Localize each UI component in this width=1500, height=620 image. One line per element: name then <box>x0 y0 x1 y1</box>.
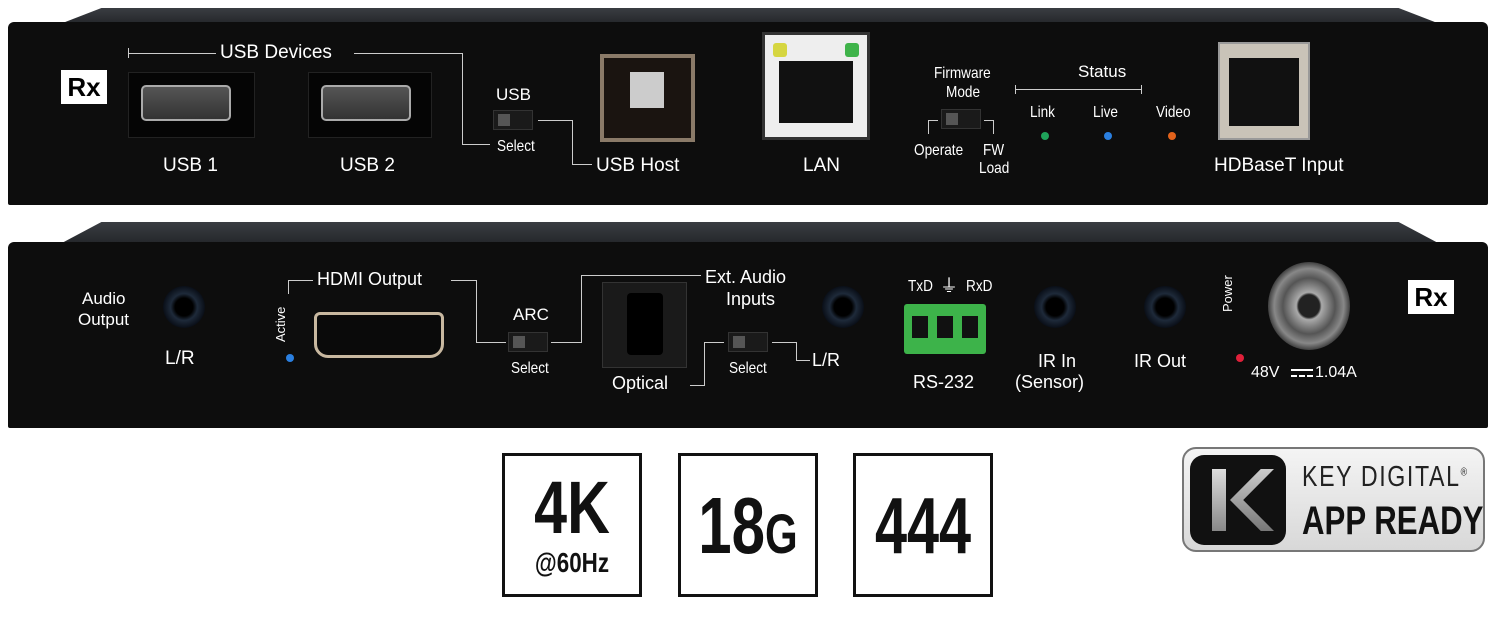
power-rating-a: 1.04A <box>1315 364 1357 381</box>
key-digital-k-logo <box>1190 455 1286 545</box>
video-led <box>1168 132 1176 140</box>
usb-1-port <box>128 72 255 138</box>
status-label: Status <box>1078 62 1127 81</box>
active-led <box>286 354 294 362</box>
arc-label: ARC <box>513 305 549 324</box>
optical-input-port <box>602 282 687 368</box>
rear-panel-top <box>60 222 1440 244</box>
power-label: Power <box>1220 275 1235 312</box>
usb-devices-label: USB Devices <box>220 42 332 63</box>
video-label: Video <box>1156 104 1191 121</box>
ext-audio-select-switch[interactable] <box>728 332 768 352</box>
firmware-mode-label-1: Firmware <box>934 65 991 82</box>
rear-panel: Audio Output L/R Active HDMI Output ARC … <box>8 242 1488 428</box>
badge-18g-suffix: G <box>765 502 798 565</box>
arc-select-label: Select <box>511 360 549 377</box>
rx-logo-rear: Rx <box>1408 280 1454 314</box>
link-label: Link <box>1030 104 1055 121</box>
audio-output-jack <box>163 286 205 328</box>
badge-18g: 18G <box>678 453 818 597</box>
badge-4k-text: 4K <box>534 466 610 549</box>
active-label: Active <box>273 306 288 342</box>
dc-symbol-icon <box>1291 369 1313 377</box>
badge-4k: 4K @60Hz <box>502 453 642 597</box>
usb-select-switch[interactable] <box>493 110 533 130</box>
power-connector <box>1268 262 1350 350</box>
hdmi-output-label: HDMI Output <box>317 269 423 289</box>
ir-in-label-2: (Sensor) <box>1015 372 1085 392</box>
ext-audio-lr-label: L/R <box>812 350 841 370</box>
rxd-label: RxD <box>966 278 993 295</box>
link-led <box>1041 132 1049 140</box>
audio-output-label-1: Audio <box>82 289 126 308</box>
lan-port <box>762 32 870 140</box>
live-led <box>1104 132 1112 140</box>
operate-label: Operate <box>914 142 964 159</box>
badge-444: 444 <box>853 453 993 597</box>
usb-1-label: USB 1 <box>163 155 218 176</box>
ext-audio-label-2: Inputs <box>726 289 776 309</box>
firmware-mode-label-2: Mode <box>946 84 981 101</box>
fw-load-label-2: Load <box>979 160 1010 177</box>
optical-label: Optical <box>612 373 669 393</box>
rs232-label: RS-232 <box>913 372 975 392</box>
ext-audio-jack <box>822 286 864 328</box>
firmware-mode-switch[interactable] <box>941 109 981 129</box>
key-digital-line1: KEY DIGITAL <box>1302 461 1461 493</box>
hdbaset-input-label: HDBaseT Input <box>1214 155 1344 176</box>
usb-host-label: USB Host <box>596 155 680 176</box>
usb-2-port <box>308 72 432 138</box>
audio-output-label-2: Output <box>78 310 130 329</box>
fw-load-label-1: FW <box>983 142 1005 159</box>
badge-4k-sub: @60Hz <box>534 547 610 578</box>
ir-in-jack <box>1034 286 1076 328</box>
ground-icon: ⏚ <box>940 276 958 296</box>
usb-2-label: USB 2 <box>340 155 395 176</box>
key-digital-line2: APP READY <box>1302 499 1484 543</box>
badge-18g-text: 18 <box>698 481 766 570</box>
lan-label: LAN <box>803 155 840 176</box>
usb-switch-label: USB <box>496 85 531 104</box>
badge-444-text: 444 <box>874 481 972 570</box>
key-digital-app-ready-badge: KEY DIGITAL® APP READY <box>1182 447 1485 552</box>
ext-audio-select-label: Select <box>729 360 767 377</box>
live-label: Live <box>1093 104 1118 121</box>
rs232-terminal <box>904 304 986 354</box>
power-rating-v: 48V <box>1251 364 1280 381</box>
usb-host-port <box>600 54 695 142</box>
ir-out-label: IR Out <box>1134 351 1187 371</box>
ir-in-label-1: IR In <box>1038 351 1077 371</box>
hdbaset-input-port <box>1218 42 1310 140</box>
ir-out-jack <box>1144 286 1186 328</box>
rx-logo: Rx <box>61 70 107 104</box>
front-panel: Rx USB Devices USB 1 USB 2 USB Select US… <box>8 22 1488 205</box>
arc-select-switch[interactable] <box>508 332 548 352</box>
front-panel-top <box>60 8 1440 24</box>
txd-label: TxD <box>908 278 933 295</box>
power-led <box>1236 354 1244 362</box>
ext-audio-label-1: Ext. Audio <box>705 267 787 287</box>
hdmi-output-port <box>314 312 444 358</box>
audio-output-lr-label: L/R <box>165 348 195 369</box>
usb-select-label: Select <box>497 138 535 155</box>
registered-mark: ® <box>1460 466 1468 479</box>
